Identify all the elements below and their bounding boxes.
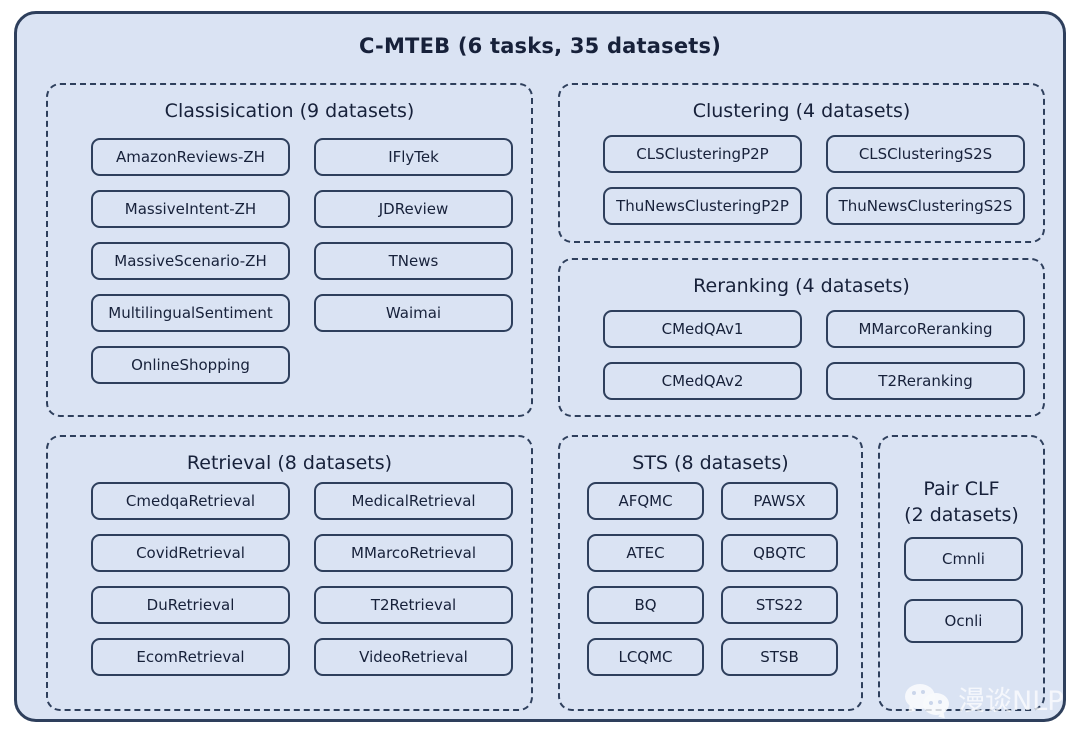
- task-group-retrieval: Retrieval (8 datasets) CmedqaRetrieval Me…: [46, 435, 533, 711]
- dataset-chip[interactable]: MMarcoReranking: [826, 310, 1025, 348]
- dataset-chip[interactable]: CLSClusteringP2P: [603, 135, 802, 173]
- dataset-chip[interactable]: ThuNewsClusteringP2P: [603, 187, 802, 225]
- task-group-reranking: Reranking (4 datasets) CMedQAv1 MMarcoRer…: [558, 258, 1045, 417]
- dataset-chip[interactable]: QBQTC: [721, 534, 838, 572]
- dataset-chip[interactable]: Cmnli: [904, 537, 1023, 581]
- dataset-chip[interactable]: VideoRetrieval: [314, 638, 513, 676]
- dataset-chip[interactable]: MassiveIntent-ZH: [91, 190, 290, 228]
- dataset-chip[interactable]: IFlyTek: [314, 138, 513, 176]
- dataset-chip[interactable]: CLSClusteringS2S: [826, 135, 1025, 173]
- dataset-chip[interactable]: LCQMC: [587, 638, 704, 676]
- dataset-chip[interactable]: Ocnli: [904, 599, 1023, 643]
- group-title-retrieval: Retrieval (8 datasets): [186, 452, 393, 474]
- dataset-chip[interactable]: T2Retrieval: [314, 586, 513, 624]
- dataset-chip[interactable]: CovidRetrieval: [91, 534, 290, 572]
- dataset-chip[interactable]: MedicalRetrieval: [314, 482, 513, 520]
- dataset-chip[interactable]: CMedQAv1: [603, 310, 802, 348]
- dataset-chip[interactable]: T2Reranking: [826, 362, 1025, 400]
- dataset-chip[interactable]: MassiveScenario-ZH: [91, 242, 290, 280]
- dataset-chip[interactable]: OnlineShopping: [91, 346, 290, 384]
- dataset-chip[interactable]: STS22: [721, 586, 838, 624]
- dataset-chip[interactable]: Waimai: [314, 294, 513, 332]
- dataset-chip[interactable]: TNews: [314, 242, 513, 280]
- dataset-chip[interactable]: ATEC: [587, 534, 704, 572]
- dataset-chip[interactable]: BQ: [587, 586, 704, 624]
- dataset-chip[interactable]: STSB: [721, 638, 838, 676]
- dataset-chip[interactable]: CmedqaRetrieval: [91, 482, 290, 520]
- group-title-pair-clf: Pair CLF (2 datasets): [904, 478, 1019, 526]
- group-title-reranking: Reranking (4 datasets): [693, 275, 910, 297]
- task-group-sts: STS (8 datasets) AFQMC PAWSX ATEC QBQTC BQ ST…: [558, 435, 863, 711]
- group-title-classification: Classisication (9 datasets): [164, 100, 415, 122]
- page-title: C-MTEB (6 tasks, 35 datasets): [358, 34, 722, 58]
- dataset-chip[interactable]: ThuNewsClusteringS2S: [826, 187, 1025, 225]
- dataset-chip[interactable]: MMarcoRetrieval: [314, 534, 513, 572]
- task-group-clustering: Clustering (4 datasets) CLSClusteringP2P…: [558, 83, 1045, 243]
- dataset-chip[interactable]: PAWSX: [721, 482, 838, 520]
- dataset-chip[interactable]: CMedQAv2: [603, 362, 802, 400]
- cmteb-container: C-MTEB (6 tasks, 35 datasets) Classisica…: [14, 11, 1066, 722]
- dataset-chip[interactable]: JDReview: [314, 190, 513, 228]
- dataset-chip[interactable]: MultilingualSentiment: [91, 294, 290, 332]
- group-title-sts: STS (8 datasets): [632, 452, 789, 474]
- dataset-chip[interactable]: AmazonReviews-ZH: [91, 138, 290, 176]
- dataset-chip[interactable]: DuRetrieval: [91, 586, 290, 624]
- task-group-classification: Classisication (9 datasets) AmazonReview…: [46, 83, 533, 417]
- dataset-chip[interactable]: AFQMC: [587, 482, 704, 520]
- group-title-clustering: Clustering (4 datasets): [692, 100, 911, 122]
- dataset-chip[interactable]: EcomRetrieval: [91, 638, 290, 676]
